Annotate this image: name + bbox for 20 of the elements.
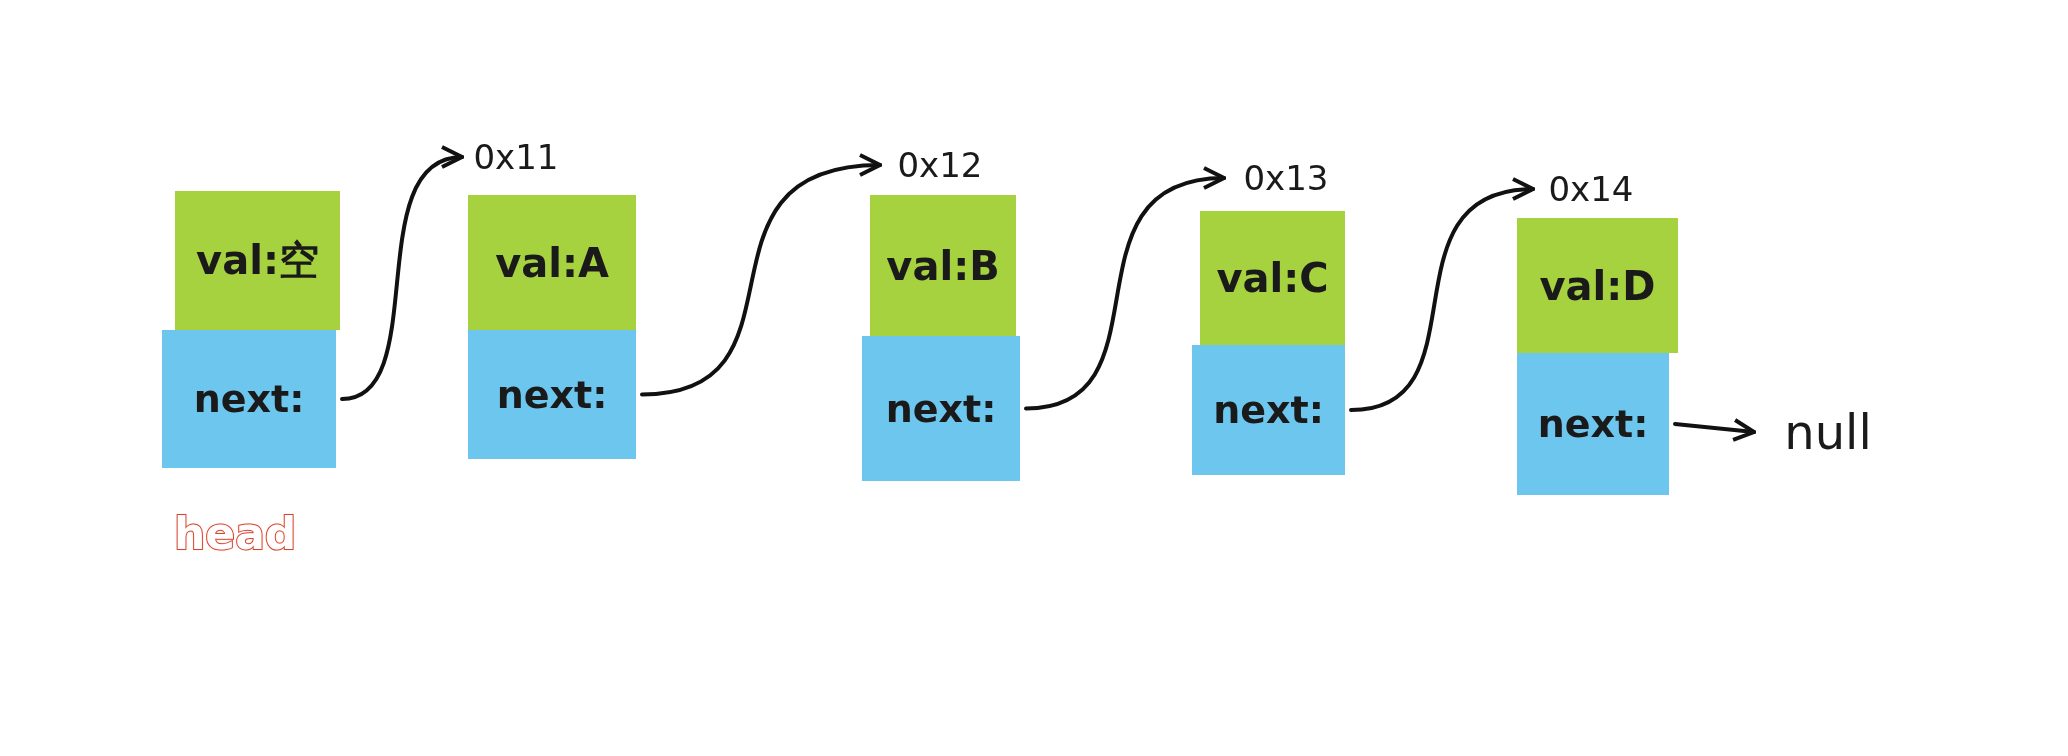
address-label: 0x13 [1228, 156, 1344, 200]
address-label: 0x11 [466, 135, 566, 179]
value-box: val:D [1517, 218, 1678, 353]
arrow [1024, 168, 1226, 411]
next-box: next: [1517, 353, 1669, 495]
head-label: head [174, 508, 297, 559]
value-box: val:空 [175, 191, 340, 330]
address-label: 0x14 [1537, 167, 1645, 211]
next-box: next: [1192, 345, 1345, 475]
value-box: val:A [468, 195, 636, 330]
next-box: next: [862, 336, 1020, 481]
null-label: null [1758, 400, 1898, 464]
next-box: next: [162, 330, 336, 468]
arrow [640, 155, 882, 397]
next-box: next: [468, 330, 636, 459]
value-box: val:B [870, 195, 1016, 336]
address-label: 0x12 [884, 143, 996, 187]
arrow [1349, 179, 1535, 412]
value-box: val:C [1200, 211, 1345, 345]
arrow [1673, 418, 1756, 442]
